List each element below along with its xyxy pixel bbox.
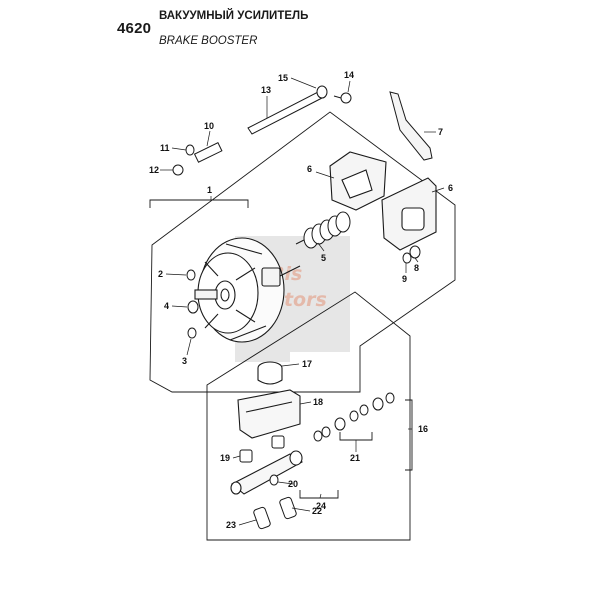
callout-17: 17 (302, 359, 312, 369)
title-russian: ВАКУУМНЫЙ УСИЛИТЕЛЬ (159, 10, 309, 22)
part-17-cap (257, 361, 283, 385)
part-15-nut (316, 85, 328, 99)
item-21-bracket (339, 432, 373, 441)
part-10-sleeve (193, 142, 223, 163)
callout-19: 19 (220, 453, 230, 463)
callout-numbers: 1 2 3 4 5 6 6 7 8 9 10 11 12 13 14 15 16… (149, 70, 453, 530)
item-1-bracket (149, 199, 249, 208)
group-frames (149, 111, 456, 541)
callout-21: 21 (350, 453, 360, 463)
callout-20: 20 (288, 479, 298, 489)
part-3-nut (187, 327, 197, 339)
part-11-clip (185, 144, 195, 156)
callout-1: 1 (207, 185, 212, 195)
leader-lines (160, 77, 445, 526)
part-12-nut (172, 164, 184, 176)
callout-24: 24 (316, 501, 326, 511)
booster-body (194, 237, 301, 343)
part-6-plate-right (381, 177, 437, 251)
item-16-bracket (405, 399, 413, 471)
parts-22-23-sensors (253, 496, 297, 530)
master-cylinder-frame (206, 291, 411, 541)
part-6-bracket-left (329, 151, 387, 211)
part-2-seal (186, 269, 196, 281)
part-14-pin (340, 92, 352, 104)
part-19-grommets (239, 435, 285, 463)
callout-11: 11 (160, 143, 170, 153)
booster-small-parts (186, 269, 199, 339)
callout-14: 14 (344, 70, 354, 80)
callout-23: 23 (226, 520, 236, 530)
callout-8: 8 (414, 263, 419, 273)
callout-18: 18 (313, 397, 323, 407)
callout-4: 4 (164, 301, 169, 311)
callout-3: 3 (182, 356, 187, 366)
callout-9: 9 (402, 274, 407, 284)
callout-15: 15 (278, 73, 288, 83)
callout-6a: 6 (307, 164, 312, 174)
callout-22: 22 (312, 506, 322, 516)
part-20-fitting (269, 474, 279, 486)
item-24-bracket (299, 490, 339, 499)
part-21-internals (313, 392, 395, 442)
part-18-reservoir (237, 389, 301, 439)
callout-7: 7 (438, 127, 443, 137)
callout-6b: 6 (448, 183, 453, 193)
callout-5: 5 (321, 253, 326, 263)
title-english: BRAKE BOOSTER (159, 35, 258, 47)
part-24-master-cylinder (230, 450, 304, 495)
booster-group-frame (149, 111, 456, 393)
header: 4620 ВАКУУМНЫЙ УСИЛИТЕЛЬ BRAKE BOOSTER (0, 0, 600, 56)
section-code: 4620 (117, 20, 152, 37)
parts-8-9-nuts (402, 245, 421, 264)
part-5-spring (295, 211, 351, 249)
callout-2: 2 (158, 269, 163, 279)
callout-10: 10 (204, 121, 214, 131)
part-7-strap (389, 91, 433, 161)
part-4-gasket (187, 300, 199, 314)
callout-16: 16 (418, 424, 428, 434)
part-13-rod (247, 91, 323, 135)
callout-12: 12 (149, 165, 159, 175)
rod-assembly (172, 85, 352, 176)
callout-13: 13 (261, 85, 271, 95)
